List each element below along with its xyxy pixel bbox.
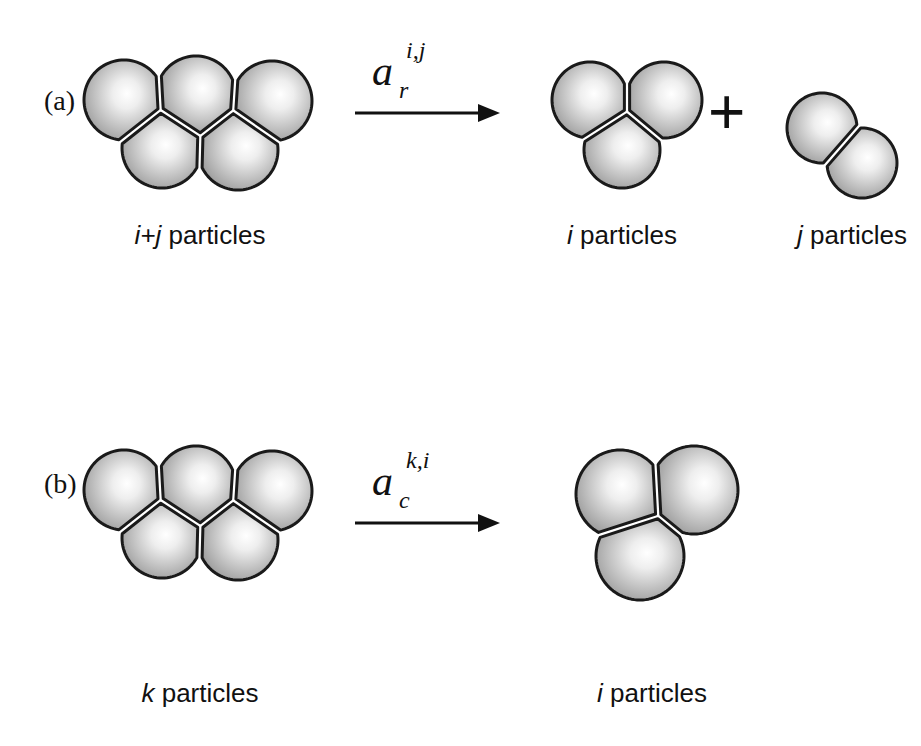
cluster-caption: j particles <box>797 220 907 250</box>
particle-cluster: i particles <box>500 445 800 715</box>
particle <box>202 504 278 580</box>
reaction-arrow <box>355 104 500 122</box>
plus-sign: + <box>708 80 745 144</box>
particle <box>122 503 198 578</box>
panel-letter: (b) <box>44 470 77 498</box>
particle <box>596 519 684 600</box>
arrow-head <box>478 514 500 532</box>
panel-letter: (a) <box>44 87 75 115</box>
rate-subscript: c <box>399 488 410 512</box>
particle-group <box>84 56 897 600</box>
rate-symbol: a <box>372 50 393 92</box>
rate-subscript: r <box>399 78 408 102</box>
particle <box>827 128 897 198</box>
particle-cluster: j particles <box>785 55 916 255</box>
rate-superscript: i,j <box>406 38 425 62</box>
cluster-caption: i+j particles <box>135 220 266 250</box>
cluster-caption: i particles <box>567 220 677 250</box>
rate-symbol: a <box>372 460 393 502</box>
particle <box>202 114 278 190</box>
particle <box>576 450 656 532</box>
cluster-caption: k particles <box>141 678 258 708</box>
particle-cluster: k particles <box>45 445 355 715</box>
rate-superscript: k,i <box>406 448 429 472</box>
cluster-caption: i particles <box>597 678 707 708</box>
particle <box>658 446 738 534</box>
particle <box>122 113 198 188</box>
arrow-head <box>478 104 500 122</box>
arrow-shaft <box>355 522 480 525</box>
reaction-arrow <box>355 514 500 532</box>
arrow-shaft <box>355 112 480 115</box>
particle <box>584 115 660 188</box>
particle-cluster: i+j particles <box>45 55 355 255</box>
